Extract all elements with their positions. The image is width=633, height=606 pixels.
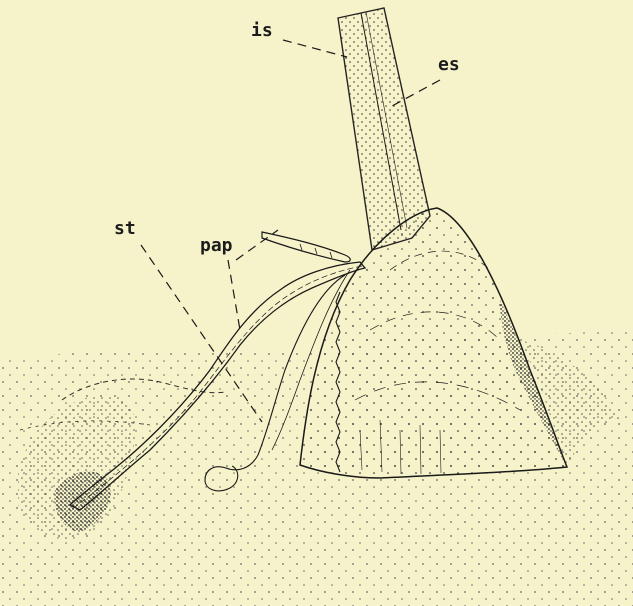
leader-pap-1 [228,260,240,330]
siphon-tube [338,8,430,250]
label-pap: pap [200,237,233,255]
papilla-segments [300,244,332,258]
label-st: st [114,220,136,238]
leader-is [283,40,347,57]
label-is: is [251,22,273,40]
label-es: es [438,56,460,74]
papilla-upper [262,232,350,262]
